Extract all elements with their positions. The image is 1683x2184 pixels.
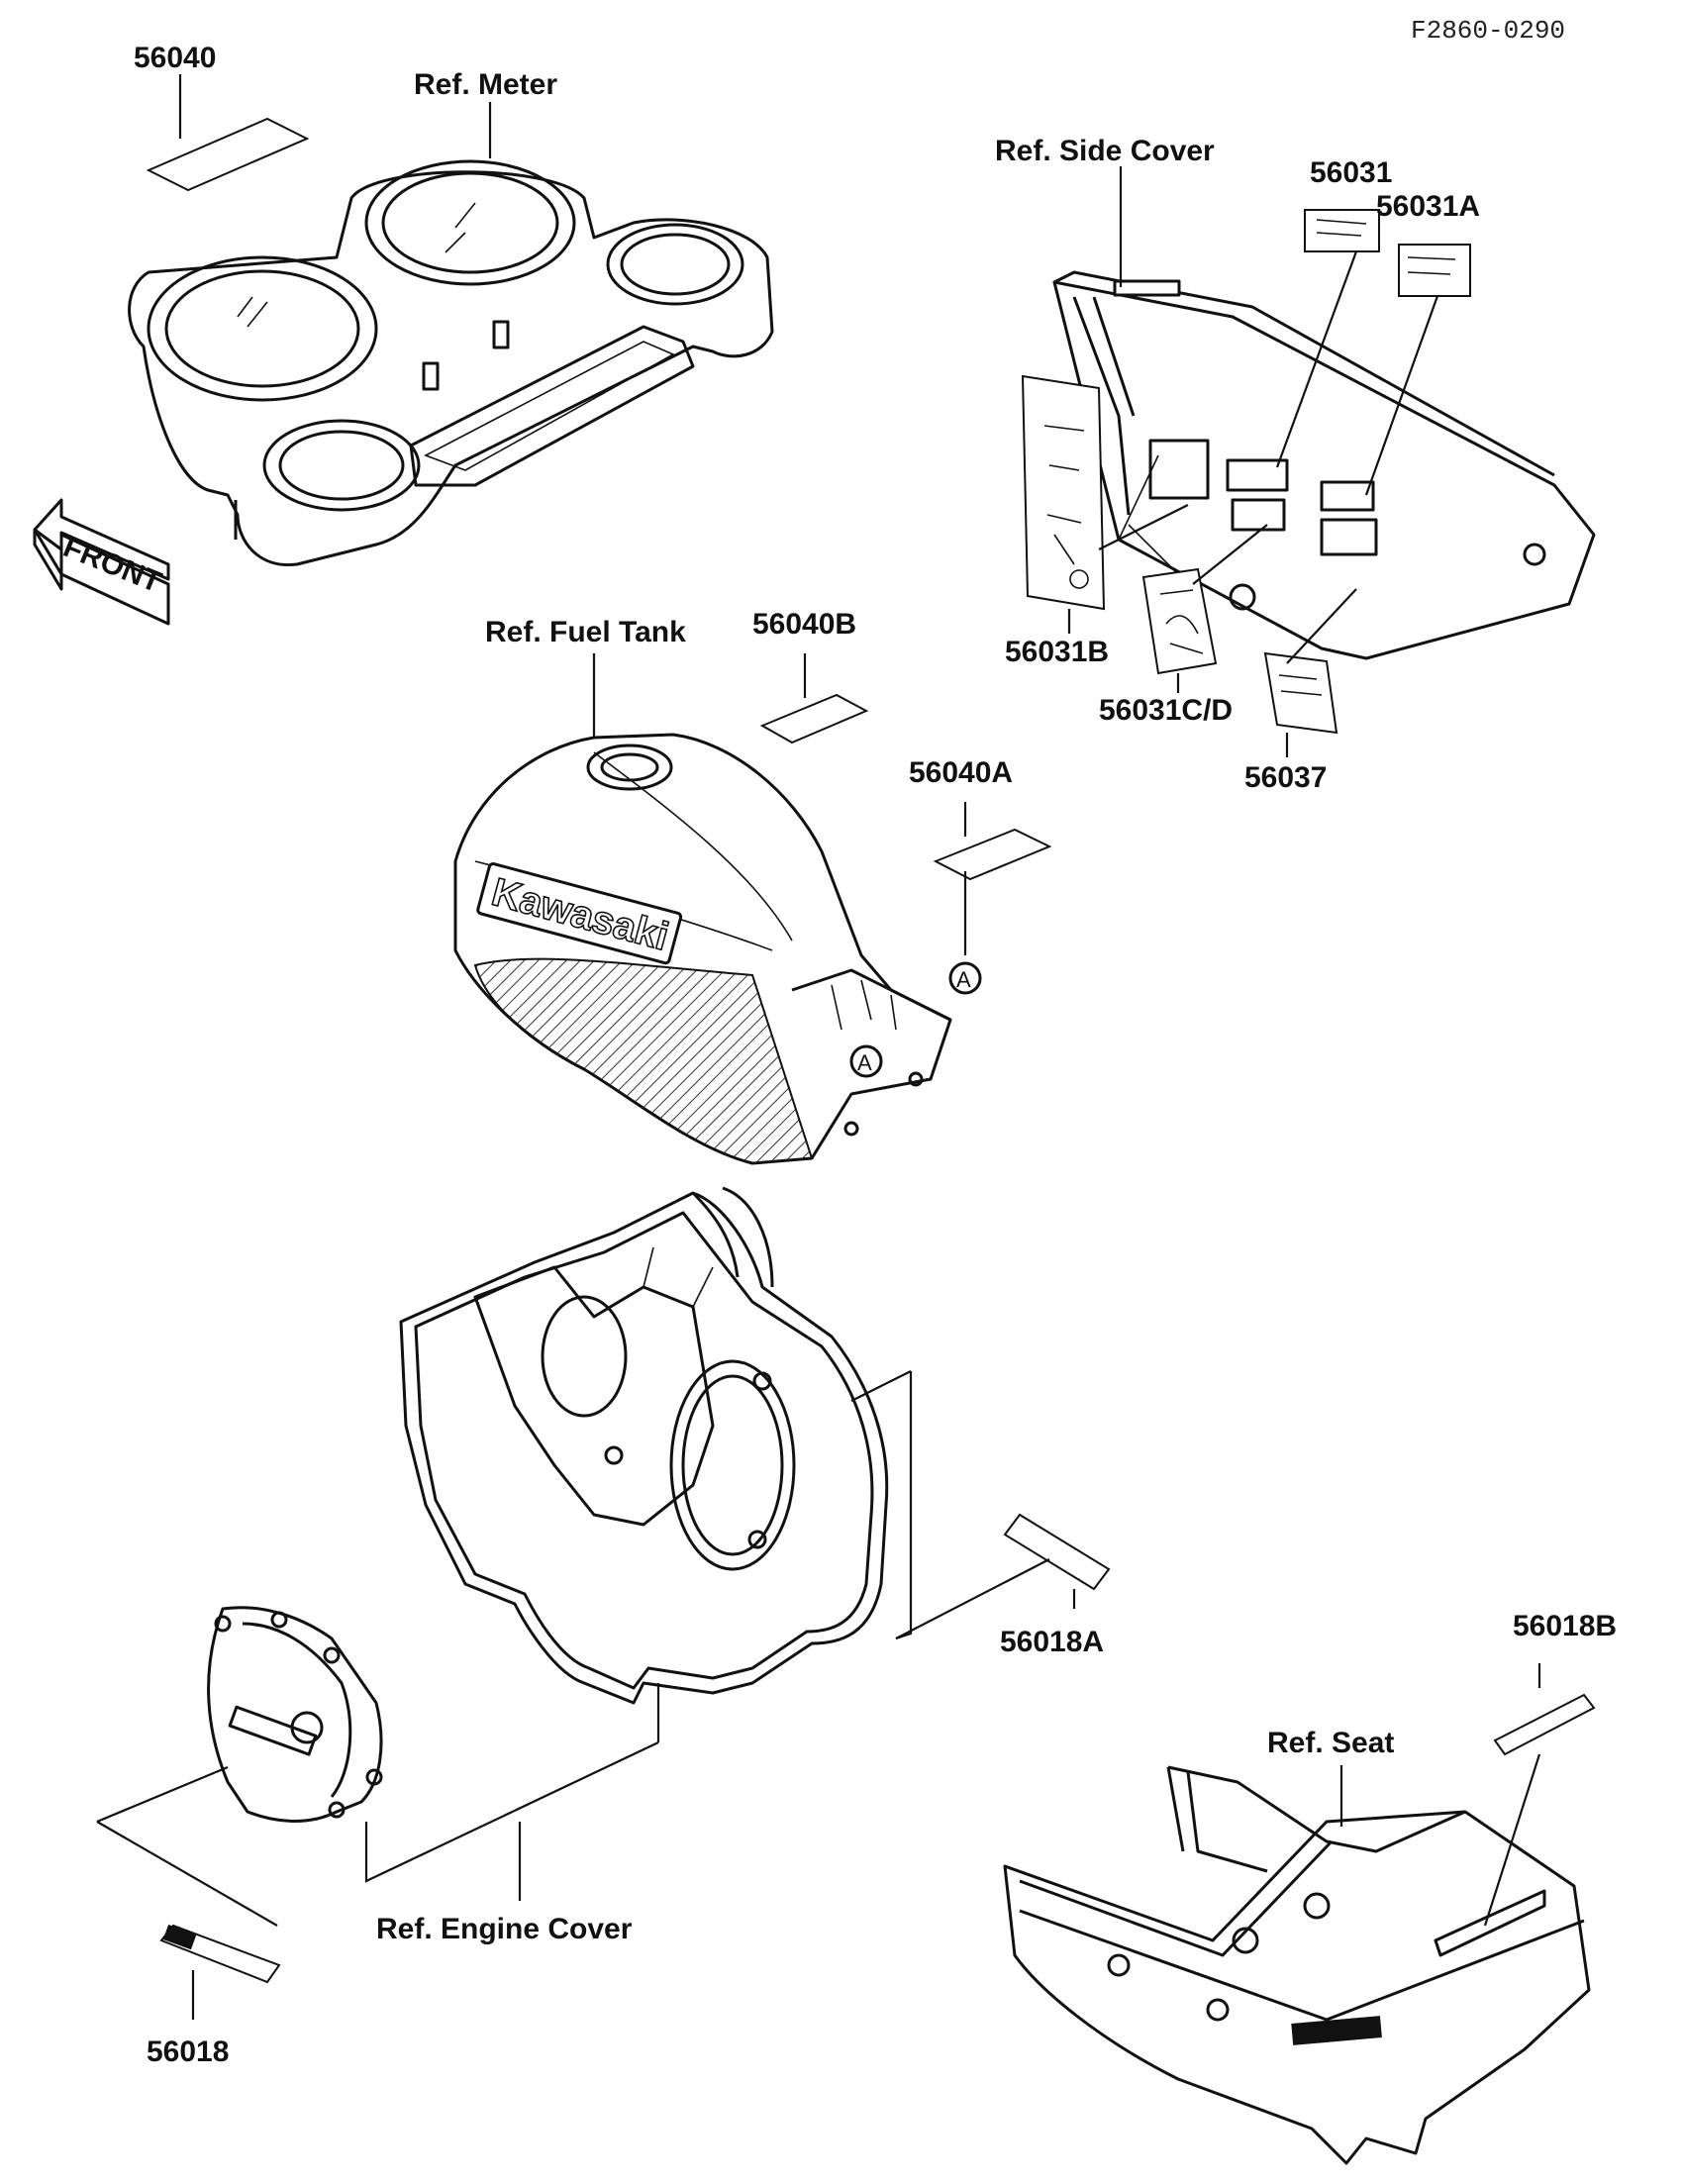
decal-56018A (1003, 1513, 1111, 1591)
callout-56031CD: 56031C/D (1099, 694, 1233, 727)
callout-ref-fuel-tank: Ref. Fuel Tank (485, 616, 686, 648)
meter-assembly (128, 159, 774, 567)
front-arrow: FRONT (33, 498, 170, 626)
callout-56018: 56018 (147, 2035, 229, 2068)
fuel-tank: Kawasaki A (453, 733, 952, 1165)
decal-56031A (1398, 244, 1471, 297)
decal-56040 (146, 117, 310, 192)
callout-ref-meter: Ref. Meter (414, 68, 557, 101)
generator-cover (207, 1606, 383, 1823)
decal-56018B (1493, 1693, 1596, 1756)
tank-marker-a: A (857, 1050, 872, 1075)
callout-56040: 56040 (134, 42, 216, 74)
callout-ref-engine-cover: Ref. Engine Cover (376, 1913, 633, 1945)
engine-cover (399, 1186, 889, 1705)
callout-ref-seat: Ref. Seat (1267, 1727, 1394, 1759)
callout-56018B: 56018B (1513, 1610, 1617, 1642)
seat-tail (1003, 1765, 1591, 2165)
decal-56031CD (1141, 567, 1218, 675)
ref-marker-a: A (956, 967, 971, 992)
side-cover (1052, 270, 1596, 660)
decal-56031B (1021, 374, 1106, 611)
callout-ref-side-cover: Ref. Side Cover (995, 135, 1215, 167)
callout-56031B: 56031B (1005, 636, 1109, 668)
callout-56031A: 56031A (1376, 190, 1480, 223)
callout-56031: 56031 (1310, 156, 1392, 189)
decal-56040B (759, 693, 869, 745)
decal-56040A (933, 828, 1052, 881)
callout-56040B: 56040B (752, 608, 856, 641)
drawing-code: F2860-0290 (1411, 16, 1565, 46)
callout-56018A: 56018A (1000, 1626, 1104, 1658)
callout-56040A: 56040A (909, 756, 1013, 789)
decal-56031 (1304, 209, 1380, 252)
callout-56037: 56037 (1244, 761, 1327, 794)
